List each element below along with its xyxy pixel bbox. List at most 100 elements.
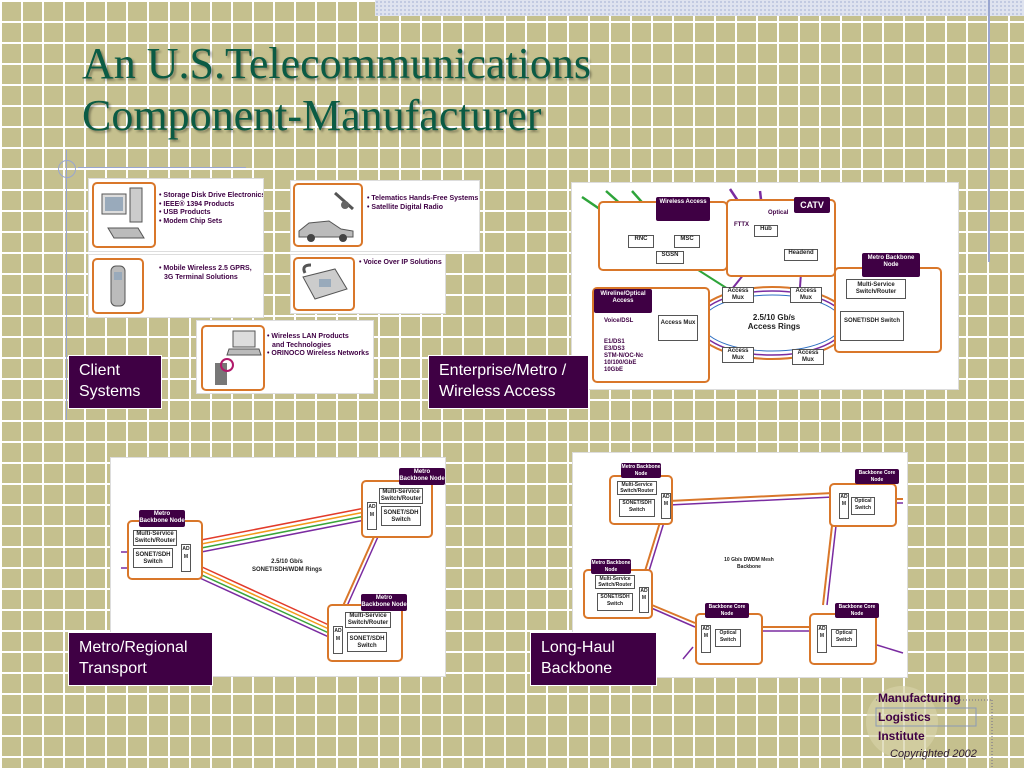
long-haul-label: Long-Haul Backbone [530, 632, 657, 686]
longhaul-diagram: Metro Backbone Node Multi-Service Switch… [572, 452, 908, 678]
lh-metro-node-top-title: Metro Backbone Node [621, 463, 661, 478]
mobile-panel: • Mobile Wireless 2.5 GPRS, 3G Terminal … [88, 254, 264, 318]
metro-msr-bottom: Multi-Service Switch/Router [345, 612, 391, 628]
title-line-2: Component-Manufacturer [82, 91, 542, 140]
lh-sonet-left: SONET/SDH Switch [597, 593, 633, 611]
interface-item: STM-N/OC-Nc [604, 353, 644, 359]
wlan-item: and Technologies [272, 341, 331, 349]
telematics-item: • Telematics Hands-Free Systems [367, 195, 479, 202]
mobile-item: • Mobile Wireless 2.5 GPRS, [159, 265, 252, 272]
pc-item: • Storage Disk Drive Electronics [159, 192, 264, 199]
lh-adm-core-bl: ADM [701, 625, 711, 653]
globe-watermark-icon [866, 686, 993, 768]
metro-adm-top: ADM [367, 502, 377, 530]
metro-msr-top: Multi-Service Switch/Router [379, 488, 423, 504]
slide-title: An U.S.Telecommunications Component-Manu… [82, 38, 591, 142]
lh-metro-node-left-title: Metro Backbone Node [591, 559, 631, 574]
mobile-item: 3G Terminal Solutions [164, 273, 238, 281]
mli-logo: Manufacturing Logistics Institute Copyri… [862, 672, 994, 768]
metro-adm-bottom: ADM [333, 626, 343, 654]
interface-item: 10GbE [604, 367, 624, 373]
logo-line-3: Institute [878, 729, 925, 743]
metro-ring-label: 2.5/10 Gb/s SONET/SDH/WDM Rings [252, 559, 322, 573]
metro-node-left-title: Metro Backbone Node [139, 510, 185, 527]
access-mux-1: Access Mux [722, 287, 754, 303]
msr-box: Multi-Service Switch/Router [846, 279, 906, 299]
lh-core-node-bl-title: Backbone Core Node [705, 603, 749, 618]
desk-phone-icon [302, 263, 348, 300]
pc-panel: • Storage Disk Drive Electronics • IEEE®… [88, 178, 264, 252]
lh-optical-br: Optical Switch [831, 629, 857, 647]
voice-dsl-label: Voice/DSL [604, 318, 634, 324]
logo-line-2: Logistics [878, 710, 931, 724]
lh-core-node-top-title: Backbone Core Node [855, 469, 899, 484]
lh-msr-left: Multi-Service Switch/Router [595, 575, 635, 589]
phone-image-box [92, 258, 144, 314]
optical-label: Optical [768, 210, 789, 216]
desktop-computer-icon [101, 187, 145, 239]
wlan-item: • ORINOCO Wireless Networks [267, 350, 369, 357]
lh-msr-top: Multi-Service Switch/Router [617, 481, 657, 495]
decor-vertical-line-left [66, 150, 67, 420]
lh-adm-left: ADM [639, 587, 649, 613]
lh-adm-top: ADM [661, 493, 671, 519]
interface-item: E1/DS1 [604, 339, 625, 345]
lh-optical-bl: Optical Switch [715, 629, 741, 647]
telematics-panel: • Telematics Hands-Free Systems • Satell… [290, 180, 480, 252]
voip-item: • Voice Over IP Solutions [359, 259, 442, 266]
access-mux-4: Access Mux [792, 349, 824, 365]
interface-item: 10/100/GbE [604, 360, 637, 366]
access-mux-wireline: Access Mux [658, 315, 698, 341]
lh-mesh-label: 10 Gb/s DWDM Mesh Backbone [724, 557, 774, 570]
metro-node-top-title: Metro Backbone Node [399, 468, 445, 485]
enterprise-label: Enterprise/Metro / Wireless Access [428, 355, 589, 409]
interface-list: E1/DS1 E3/DS3 STM-N/OC-Nc 10/100/GbE 10G… [604, 339, 643, 374]
top-decor-band [375, 0, 1024, 16]
metro-regional-label: Metro/Regional Transport [68, 632, 213, 686]
fttx-label: FTTX [734, 222, 749, 228]
lh-optical-top: Optical Switch [851, 497, 875, 515]
access-mux-2: Access Mux [790, 287, 822, 303]
mobile-phone-icon [110, 265, 126, 307]
title-line-1: An U.S.Telecommunications [82, 39, 591, 88]
hub-box: Hub [754, 225, 778, 237]
metro-backbone-title: Metro Backbone Node [862, 253, 920, 277]
access-ring-label: 2.5/10 Gb/s Access Rings [747, 313, 801, 331]
metro-node-bottom-title: Metro Backbone Node [361, 594, 407, 611]
pc-item: • Modem Chip Sets [159, 217, 223, 225]
headend-box: Headend [784, 249, 818, 261]
metro-sonet-left: SONET/SDH Switch [133, 548, 173, 568]
wireline-title: Wireline/Optical Access [594, 289, 652, 313]
client-systems-label: Client Systems [68, 355, 162, 409]
decor-circle [58, 160, 76, 178]
wlan-item: • Wireless LAN Products [267, 333, 349, 340]
voip-panel: • Voice Over IP Solutions [290, 254, 446, 314]
car-satellite-icon [298, 191, 354, 242]
pc-item: • USB Products [159, 209, 211, 216]
catv-title: CATV [794, 197, 830, 213]
pc-image-box [92, 182, 156, 248]
access-mux-3: Access Mux [722, 347, 754, 363]
laptop-wireless-icon [215, 330, 262, 385]
metro-adm-left: ADM [181, 544, 191, 572]
car-image-box [293, 183, 363, 247]
interface-item: E3/DS3 [604, 346, 625, 352]
sonet-box: SONET/SDH Switch [840, 311, 904, 341]
sgsn-box: SGSN [656, 251, 684, 264]
logo-line-1: Manufacturing [878, 691, 961, 705]
metro-sonet-top: SONET/SDH Switch [381, 506, 421, 526]
lh-sonet-top: SONET/SDH Switch [619, 499, 655, 517]
enterprise-diagram: Wireless Access RNC MSC SGSN CATV FTTX O… [571, 182, 959, 390]
copyright-text: Copyrighted 2002 [890, 748, 977, 760]
metro-lines [121, 507, 382, 639]
rnc-box: RNC [628, 235, 654, 248]
wlan-panel: • Wireless LAN Products and Technologies… [196, 320, 374, 394]
msc-box: MSC [674, 235, 700, 248]
lh-core-node-br-title: Backbone Core Node [835, 603, 879, 618]
decor-vertical-line [988, 0, 990, 262]
metro-sonet-bottom: SONET/SDH Switch [347, 632, 387, 652]
wlan-image-box [201, 325, 265, 391]
lh-adm-core-br: ADM [817, 625, 827, 653]
wireless-access-title: Wireless Access [656, 197, 710, 221]
voip-image-box [293, 257, 355, 311]
